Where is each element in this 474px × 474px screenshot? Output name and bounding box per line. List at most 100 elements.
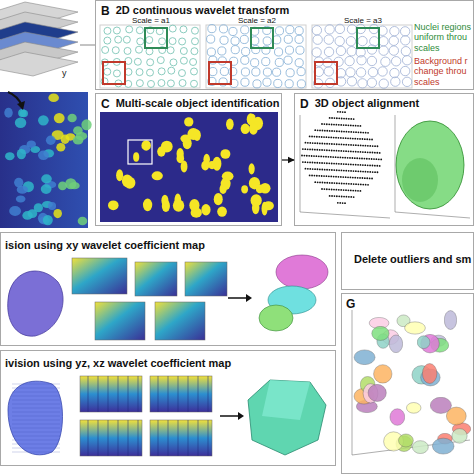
point	[333, 124, 335, 126]
point	[326, 143, 328, 145]
nucleus-3d	[8, 271, 63, 336]
nucleus	[53, 209, 62, 218]
point	[344, 157, 346, 159]
point	[324, 123, 326, 125]
point	[331, 169, 333, 171]
nucleus-outline	[346, 68, 355, 77]
nucleus-3d	[396, 121, 464, 209]
point	[360, 151, 362, 153]
nucleus-outline	[136, 80, 143, 87]
nucleus	[16, 195, 26, 202]
flow-arrow	[220, 415, 238, 417]
point	[304, 161, 306, 163]
nucleus	[9, 206, 21, 216]
point	[306, 155, 308, 157]
axis-label: y	[62, 68, 74, 78]
point	[338, 195, 340, 197]
point	[336, 124, 338, 126]
point	[360, 190, 362, 192]
point	[346, 196, 348, 198]
point	[314, 162, 316, 164]
nucleus-outline	[324, 47, 333, 56]
point	[324, 143, 326, 145]
point	[362, 145, 364, 147]
highlight-box	[315, 62, 337, 84]
point	[350, 118, 352, 120]
map-stripe	[117, 376, 119, 412]
map-stripe	[207, 376, 209, 412]
point	[328, 136, 330, 138]
point	[321, 169, 323, 171]
point	[329, 130, 331, 132]
nucleus-outline	[400, 27, 409, 36]
point	[348, 196, 350, 198]
map-stripe	[87, 376, 89, 412]
map-stripe	[187, 376, 189, 412]
map-stripe	[97, 376, 99, 412]
point	[304, 148, 306, 150]
nucleus-outline	[357, 56, 366, 65]
point	[329, 182, 331, 184]
nucleus-3d	[8, 381, 63, 455]
point	[352, 138, 354, 140]
nucleus-outline	[135, 46, 142, 53]
nucleus-outline	[180, 47, 187, 54]
point	[326, 162, 328, 164]
point	[361, 158, 363, 160]
nucleus-outline	[136, 69, 143, 76]
point	[305, 142, 307, 144]
point	[353, 118, 355, 120]
nucleus-blob	[180, 135, 190, 143]
highlight-box	[128, 140, 152, 164]
nucleus	[67, 114, 76, 123]
point	[323, 136, 325, 138]
nucleus	[20, 110, 28, 118]
point	[305, 168, 307, 170]
hatch-line	[12, 428, 60, 429]
point	[369, 171, 371, 173]
nucleus	[48, 94, 59, 103]
point	[309, 174, 311, 176]
nucleus-outline	[389, 46, 398, 55]
point	[340, 163, 342, 165]
point	[333, 176, 335, 178]
nucleus-outline	[263, 68, 271, 76]
point	[301, 155, 303, 157]
panel-title: Scale = a2	[238, 16, 276, 25]
point	[350, 164, 352, 166]
point	[341, 196, 343, 198]
point	[312, 168, 314, 170]
point	[336, 117, 338, 119]
point	[311, 175, 313, 177]
point	[360, 145, 362, 147]
panel-box: G	[341, 293, 474, 474]
nucleus-outline	[324, 35, 333, 44]
point	[372, 145, 374, 147]
point	[343, 150, 345, 152]
point	[352, 151, 354, 153]
nucleus	[41, 184, 52, 194]
nucleus-blob	[241, 185, 248, 193]
nucleus-blob	[217, 206, 227, 216]
nucleus-3d	[248, 380, 326, 455]
point	[355, 131, 357, 133]
point	[348, 131, 350, 133]
point	[319, 182, 321, 184]
point	[369, 165, 371, 167]
nucleus-outline	[295, 27, 303, 35]
nucleus-outline	[218, 47, 226, 55]
nucleus-outline	[242, 47, 250, 55]
point	[356, 157, 358, 159]
flow-arrow-head	[238, 412, 244, 420]
point	[371, 139, 373, 141]
point	[378, 158, 380, 160]
point	[312, 142, 314, 144]
nucleus	[34, 203, 43, 212]
nucleus-outline	[347, 77, 356, 86]
panel-box: CMulti-scale object identification	[95, 93, 282, 226]
nucleus-outline	[104, 27, 111, 34]
hatch-line	[12, 444, 60, 445]
nucleus-outline	[123, 36, 130, 43]
point	[362, 177, 364, 179]
